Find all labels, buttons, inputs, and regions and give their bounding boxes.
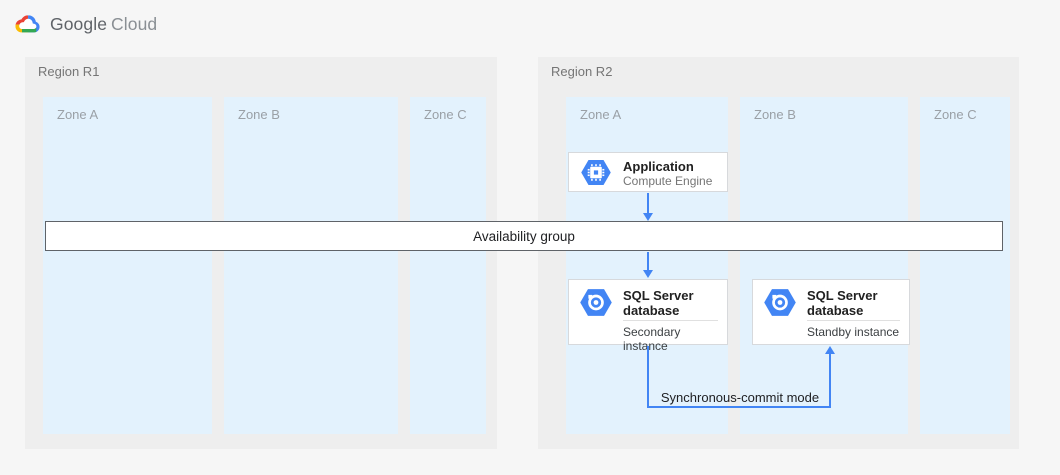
sql-card-title: SQL Server database (807, 288, 878, 318)
zone-label: Zone B (238, 107, 280, 122)
secondary-instance-label: Secondary instance (623, 325, 681, 353)
availability-group-bar: Availability group (45, 221, 1003, 251)
region-r2-zone-a: Zone A (566, 97, 728, 434)
sql-server-icon (580, 289, 612, 316)
availability-group-label: Availability group (473, 228, 575, 244)
region-r2-zone-b: Zone B (740, 97, 908, 434)
synchronous-commit-mode-label: Synchronous-commit mode (660, 390, 820, 405)
zone-label: Zone B (754, 107, 796, 122)
application-card: Application Compute Engine (568, 152, 728, 192)
card-divider (807, 320, 900, 321)
brand-cloud: Cloud (111, 13, 158, 34)
sql-server-icon (764, 289, 796, 316)
zone-label: Zone A (57, 107, 99, 122)
region-r1-zone-b: Zone B (224, 97, 398, 434)
sql-card-title: SQL Server database (623, 288, 694, 318)
region-r1-label: Region R1 (38, 64, 100, 79)
sql-server-secondary-card: SQL Server database Secondary instance (568, 279, 728, 353)
region-r2-label: Region R2 (551, 64, 613, 79)
region-r1-zone-a: Zone A (43, 97, 212, 434)
application-card-title: Application (623, 159, 694, 174)
zone-label: Zone C (934, 107, 977, 122)
card-divider (623, 320, 718, 321)
zone-label: Zone C (424, 107, 467, 122)
application-card-subtitle: Compute Engine (623, 174, 713, 188)
zone-label: Zone A (580, 107, 622, 122)
region-r1: Region R1 Zone A Zone B Zone C (25, 57, 497, 449)
region-r2-zone-c: Zone C (920, 97, 1010, 434)
compute-engine-icon (581, 159, 611, 186)
sql-server-standby-card: SQL Server database Standby instance (752, 279, 910, 345)
google-cloud-logo-icon (15, 15, 40, 33)
standby-instance-label: Standby instance (807, 325, 900, 339)
region-r1-zone-c: Zone C (410, 97, 486, 434)
brand-google: Google (50, 13, 108, 34)
